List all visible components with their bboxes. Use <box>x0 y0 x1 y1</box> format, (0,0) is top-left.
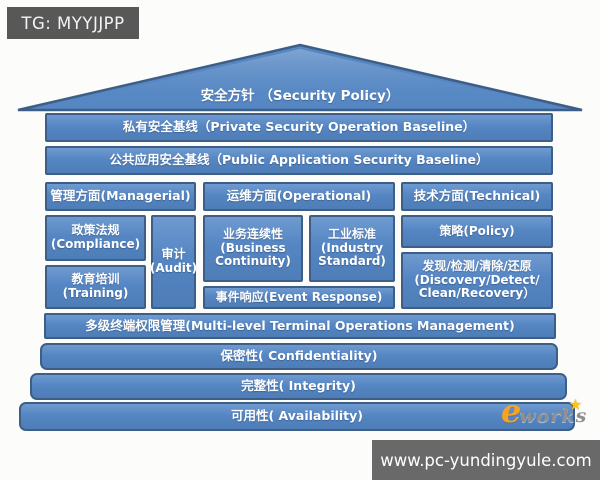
col-header-managerial: 管理方面(Managerial) <box>45 182 196 211</box>
row-private-baseline: 私有安全基线（Private Security Operation Baseli… <box>45 113 553 142</box>
eworks-star-icon: ★ <box>569 398 582 413</box>
eworks-works-text: works <box>519 405 588 427</box>
col-header-operational-label: 运维方面(Operational) <box>226 188 372 204</box>
box-training-en: (Training) <box>62 286 129 300</box>
roof-shape <box>17 43 583 112</box>
row-integrity-label: 完整性( Integrity) <box>241 378 356 394</box>
box-training-zh: 教育培训 <box>71 272 120 287</box>
box-industry-standard-en1: (Industry <box>320 240 384 255</box>
tg-tag: TG: MYYJJPP <box>7 7 139 39</box>
box-industry-standard: 工业标准 (Industry Standard) <box>309 215 395 282</box>
row-public-baseline-label: 公共应用安全基线（Public Application Security Bas… <box>109 152 489 168</box>
row-public-baseline: 公共应用安全基线（Public Application Security Bas… <box>45 146 553 175</box>
roof-highlight <box>40 49 560 108</box>
box-policy-label: 策略(Policy) <box>439 223 515 238</box>
row-availability-label: 可用性( Availability) <box>230 408 364 424</box>
box-business-continuity-en1: (Business <box>220 240 286 255</box>
col-header-managerial-label: 管理方面(Managerial) <box>50 188 191 204</box>
box-event-response: 事件响应(Event Response) <box>203 286 395 309</box>
eworks-e-logo-icon: e <box>501 392 522 430</box>
box-discovery-line3: Clean/Recovery） <box>418 286 536 301</box>
box-compliance-zh: 政策法规 <box>71 223 120 238</box>
row-availability: 可用性( Availability) <box>19 402 575 431</box>
col-header-operational: 运维方面(Operational) <box>203 182 395 211</box>
row-integrity: 完整性( Integrity) <box>30 373 567 400</box>
box-training: 教育培训 (Training) <box>45 265 146 309</box>
site-url-bar: www.pc-yundingyule.com <box>372 440 600 480</box>
box-compliance: 政策法规 (Compliance) <box>45 215 146 261</box>
tg-tag-text: TG: MYYJJPP <box>21 13 125 33</box>
row-multilevel: 多级终端权限管理(Multi-level Terminal Operations… <box>44 313 556 339</box>
box-audit-en: (Audit) <box>149 261 198 275</box>
box-discovery: 发现/检测/清除/还原 (Discovery/Detect/ Clean/Rec… <box>401 252 553 309</box>
row-confidentiality-label: 保密性( Confidentiality) <box>220 348 378 364</box>
box-compliance-en: (Compliance) <box>50 237 141 251</box>
box-business-continuity: 业务连续性 (Business Continuity) <box>203 215 303 282</box>
row-multilevel-label: 多级终端权限管理(Multi-level Terminal Operations… <box>85 317 515 333</box>
box-industry-standard-zh: 工业标准 <box>327 226 376 241</box>
box-policy: 策略(Policy) <box>401 215 553 248</box>
roof-label: 安全方针 （Security Policy） <box>200 88 400 104</box>
eworks-watermark: eworks ★ <box>501 392 588 430</box>
box-discovery-line1: 发现/检测/清除/还原 <box>422 258 532 273</box>
box-business-continuity-zh: 业务连续性 <box>222 226 283 241</box>
row-private-baseline-label: 私有安全基线（Private Security Operation Baseli… <box>122 119 476 135</box>
box-discovery-line2: (Discovery/Detect/ <box>414 272 540 287</box>
col-header-technical: 技术方面(Technical) <box>401 182 553 211</box>
col-header-technical-label: 技术方面(Technical) <box>413 188 541 204</box>
box-industry-standard-en2: Standard) <box>318 254 386 269</box>
row-confidentiality: 保密性( Confidentiality) <box>40 343 558 370</box>
box-audit: 审计 (Audit) <box>149 215 198 309</box>
site-url-text: www.pc-yundingyule.com <box>380 450 592 470</box>
box-event-response-label: 事件响应(Event Response) <box>215 289 383 304</box>
box-business-continuity-en2: Continuity) <box>215 254 291 269</box>
box-audit-zh: 审计 <box>161 247 186 262</box>
